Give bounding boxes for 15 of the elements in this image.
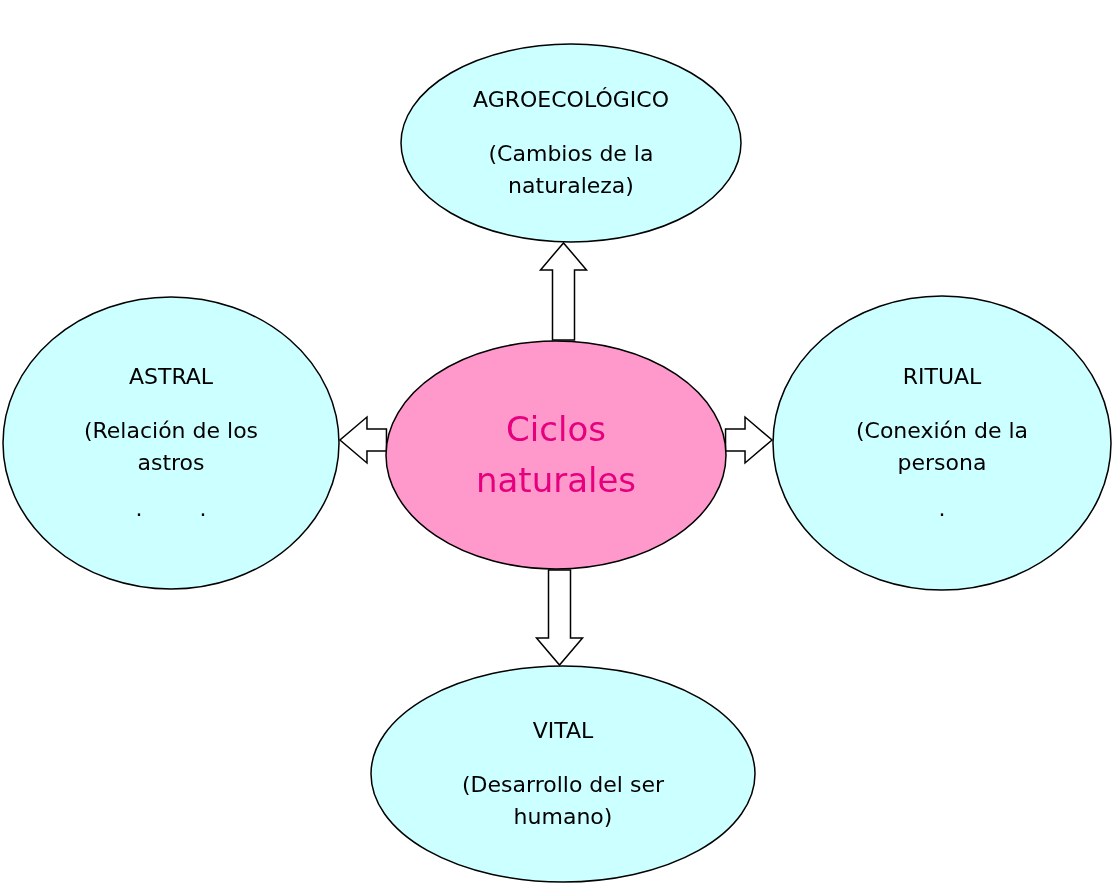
node-title: VITAL — [532, 717, 594, 746]
node-title: AGROECOLÓGICO — [473, 86, 669, 115]
block-arrow — [534, 569, 585, 667]
node-title: RITUAL — [902, 363, 982, 392]
dots-text: . . — [135, 494, 207, 523]
node-description: (Conexión de la persona — [854, 417, 1030, 477]
center-title: Ciclos naturales — [474, 408, 638, 502]
node-title: ASTRAL — [128, 363, 214, 392]
node-description: (Cambios de la naturaleza) — [487, 140, 655, 200]
block-arrow — [338, 415, 388, 465]
block-arrow — [724, 415, 774, 465]
block-arrow — [538, 241, 589, 341]
node-description: (Relación de los astros — [82, 417, 260, 477]
node-description: (Desarrollo del ser humano) — [461, 771, 665, 831]
dots-text: . — [938, 494, 946, 523]
